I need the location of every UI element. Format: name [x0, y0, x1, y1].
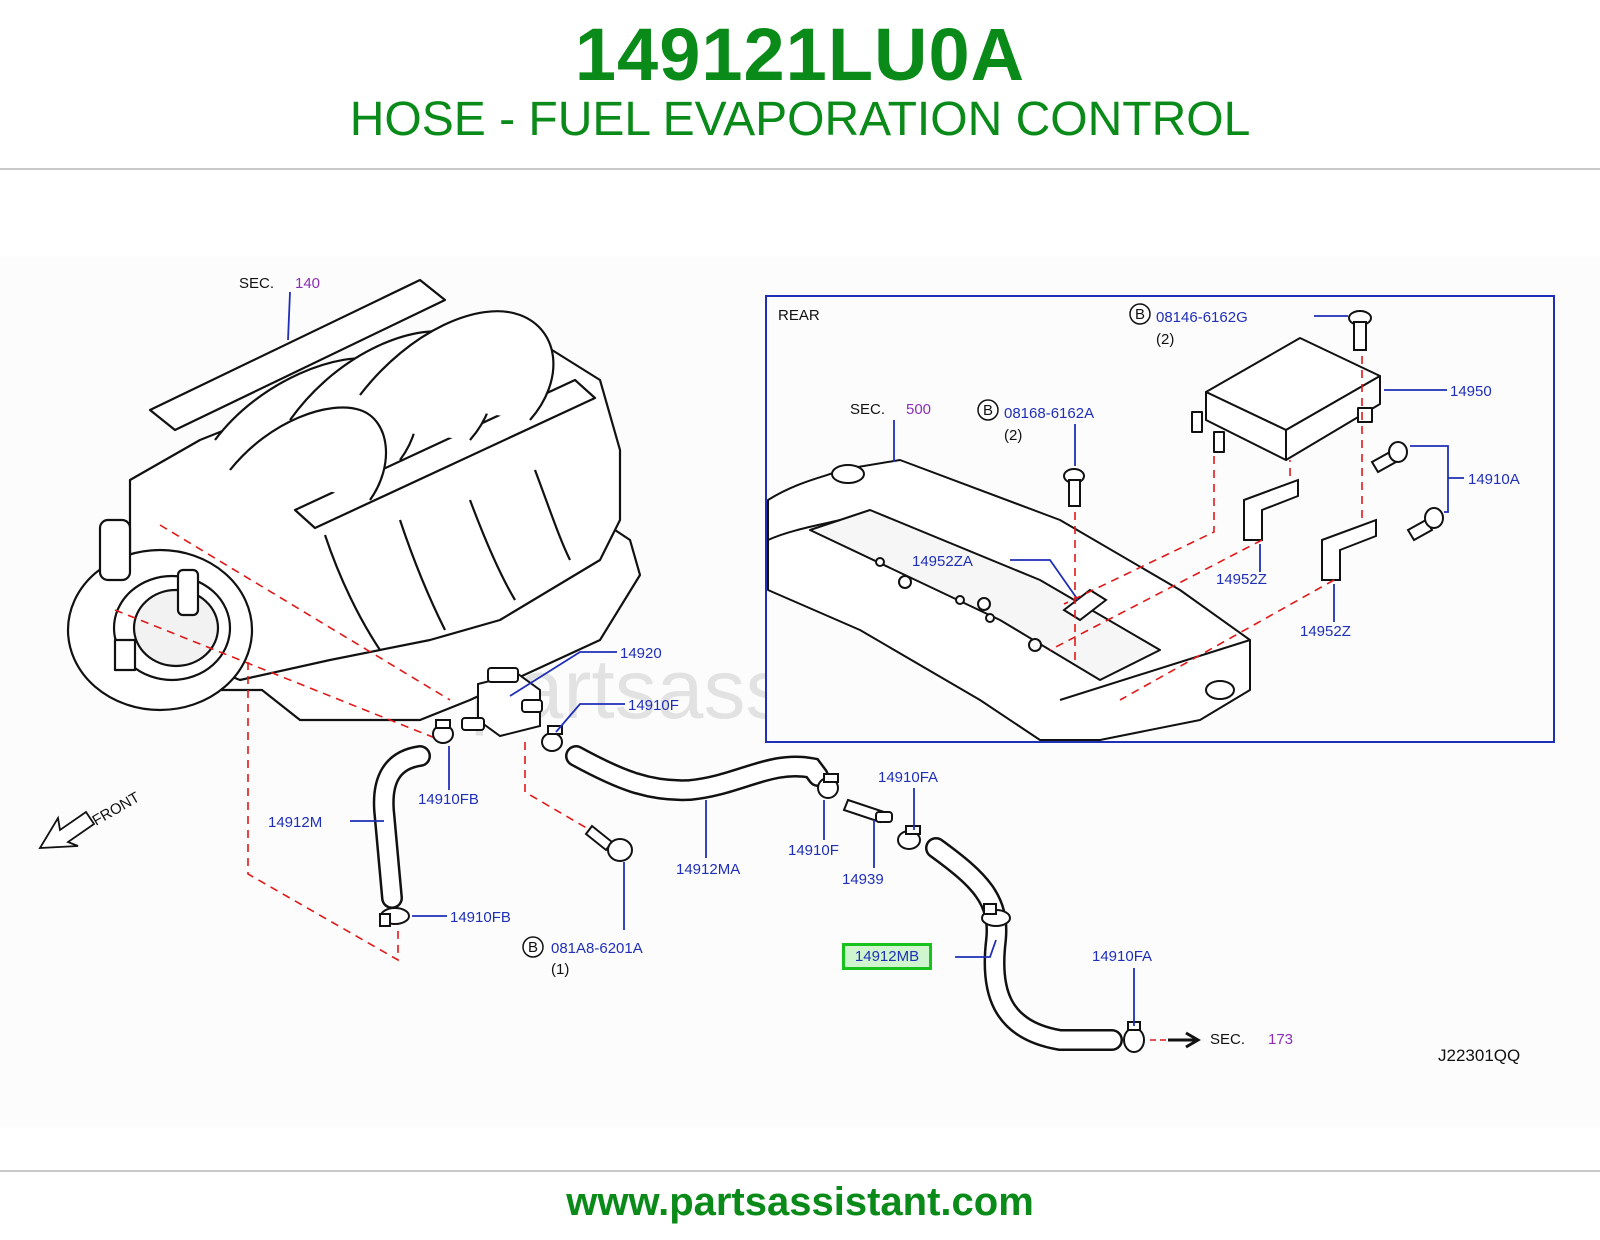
part-label-14910F-bottom: 14910F: [788, 842, 839, 859]
part-label-08168-6162A: 08168-6162A: [1004, 405, 1094, 422]
bolt-14910A-icon: [1370, 441, 1444, 542]
clamp-14912MB-mid-icon: [981, 903, 1011, 927]
sec-140-prefix: SEC.: [239, 275, 274, 292]
bracket-14952Z-a-icon: [1243, 478, 1299, 541]
footer-divider: [0, 1170, 1600, 1172]
header-divider: [0, 168, 1600, 170]
part-label-14912MA: 14912MA: [676, 861, 740, 878]
part-label-14910FB-bottom: 14910FB: [450, 909, 511, 926]
arrow-right-icon: [1168, 1031, 1201, 1049]
inset-label-rear: REAR: [778, 307, 820, 324]
front-arrow-icon: [38, 810, 96, 849]
highlighted-part-box[interactable]: [842, 943, 932, 970]
clamp-14910F-bottom-icon: [817, 773, 839, 799]
drawing-code: J22301QQ: [1438, 1046, 1520, 1065]
part-label-14952Z-a: 14952Z: [1216, 571, 1267, 588]
bolt-08168-icon: [1063, 468, 1085, 507]
bolt-08146-icon: [1348, 310, 1372, 351]
part-label-14912M: 14912M: [268, 814, 322, 831]
bolt-marker-08168-circle: [977, 399, 999, 421]
part-label-14910FA-bottom: 14910FA: [1092, 948, 1152, 965]
header: 149121LU0A HOSE - FUEL EVAPORATION CONTR…: [0, 0, 1600, 168]
sec-140-leader: [287, 291, 291, 341]
bolt-marker-circle: [522, 936, 544, 958]
leader-14920: [509, 651, 617, 697]
connector-14939-icon: [842, 798, 893, 824]
red-dashed-leaders-left: [114, 524, 591, 962]
leader-14952ZA: [1010, 559, 1079, 601]
part-label-14939: 14939: [842, 871, 884, 888]
leader-14910A: [1410, 445, 1464, 513]
part-label-14910FB-top: 14910FB: [418, 791, 479, 808]
part-description: HOSE - FUEL EVAPORATION CONTROL: [349, 93, 1251, 146]
part-label-14912MB[interactable]: 14912MB: [854, 948, 920, 965]
part-label-14952ZA: 14952ZA: [912, 553, 973, 570]
leader-14910F-top: [555, 703, 625, 733]
part-label-14920: 14920: [620, 645, 662, 662]
part-label-14952Z-b: 14952Z: [1300, 623, 1351, 640]
sec-500-prefix: SEC.: [850, 401, 885, 418]
red-dashed-leaders-inset: [1049, 356, 1363, 701]
valve-14920-drawing: [461, 667, 543, 738]
qty-081A8-6201A: (1): [551, 961, 569, 978]
clamp-14910FB-top-icon: [432, 719, 454, 744]
qty-08168-6162A: (2): [1004, 427, 1022, 444]
bolt-marker-081A8: B: [528, 939, 538, 956]
clamp-14910FA-bottom-icon: [1123, 1021, 1145, 1053]
sec-500-number: 500: [906, 401, 931, 418]
sec-173-prefix: SEC.: [1210, 1031, 1245, 1048]
bolt-marker-08146-circle: [1129, 303, 1151, 325]
part-label-14910A: 14910A: [1468, 471, 1520, 488]
part-label-14950: 14950: [1450, 383, 1492, 400]
part-label-14910F-top: 14910F: [628, 697, 679, 714]
front-label: FRONT: [90, 789, 143, 830]
qty-08146-6162G: (2): [1156, 331, 1174, 348]
canister-14950-drawing: [1191, 337, 1381, 461]
part-label-08146-6162G: 08146-6162G: [1156, 309, 1248, 326]
intake-manifold-drawing: [66, 278, 642, 722]
part-label-081A8-6201A: 081A8-6201A: [551, 940, 643, 957]
sec-140-number: 140: [295, 275, 320, 292]
clamp-14910F-top-icon: [541, 725, 563, 752]
bolt-081A8-icon: [584, 824, 633, 862]
sec-173-number: 173: [1268, 1031, 1293, 1048]
bolt-marker-08168: B: [983, 402, 993, 419]
clamp-14910FB-bottom-icon: [379, 907, 410, 927]
bolt-marker-08146: B: [1135, 306, 1145, 323]
leader-14912MB: [955, 939, 997, 958]
bracket-14952Z-b-icon: [1321, 518, 1377, 581]
part-label-14910FA-top: 14910FA: [878, 769, 938, 786]
part-number-title: 149121LU0A: [574, 13, 1026, 96]
footer-url[interactable]: www.partsassistant.com: [566, 1180, 1034, 1224]
clamp-14910FA-top-icon: [897, 825, 921, 850]
